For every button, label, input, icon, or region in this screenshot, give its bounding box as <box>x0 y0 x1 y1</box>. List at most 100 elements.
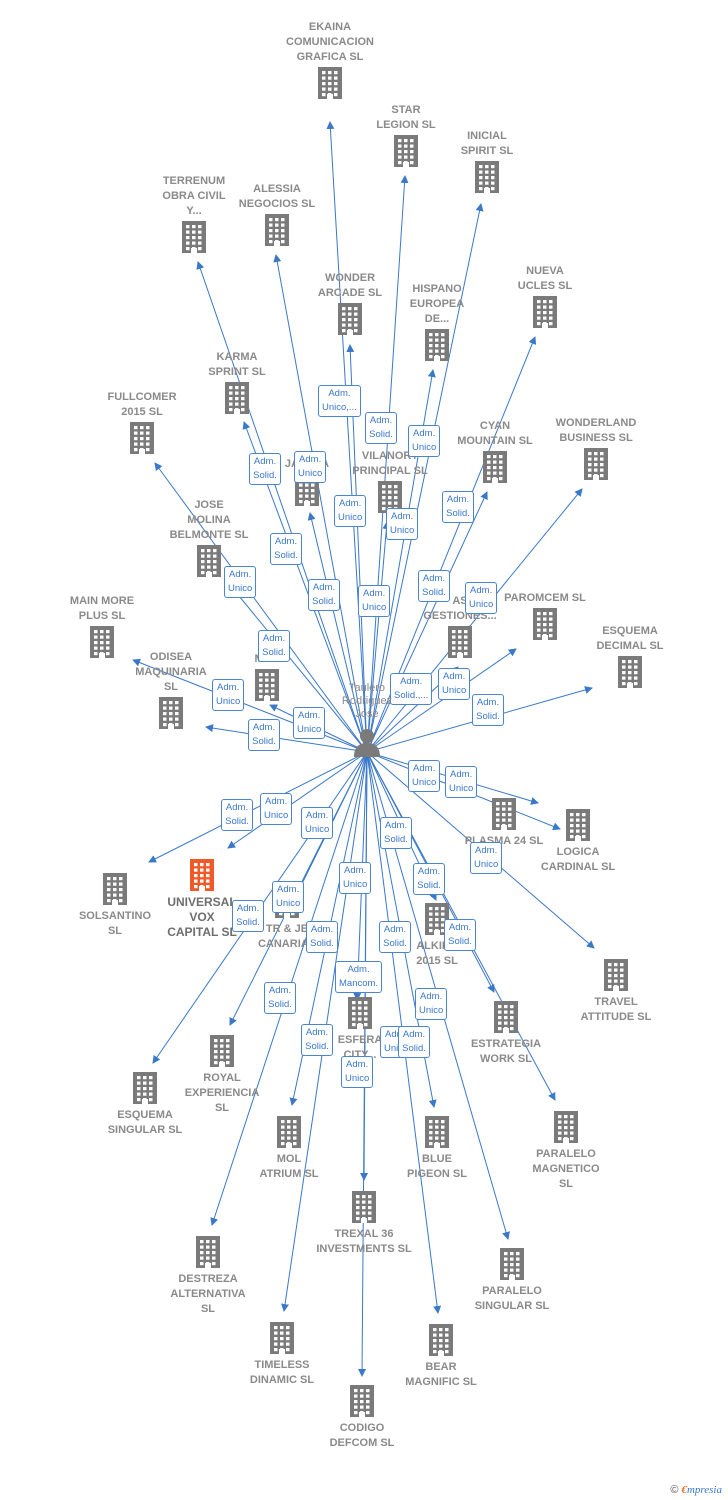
role-badge[interactable]: Adm. Solid. <box>442 491 474 523</box>
role-badge[interactable]: Adm. Solid. <box>248 719 280 751</box>
company-node-paralelomag[interactable]: PARALELO MAGNETICO SL <box>506 1109 626 1192</box>
edge-cyan <box>366 491 488 753</box>
role-badge[interactable]: Adm. Unico <box>465 582 498 614</box>
company-node-esquemadec[interactable]: ESQUEMA DECIMAL SL <box>570 624 690 692</box>
role-badge[interactable]: Adm. Unico <box>438 668 471 700</box>
role-badge[interactable]: Adm. Unico <box>358 585 391 617</box>
company-node-wonderland[interactable]: WONDERLAND BUSINESS SL <box>536 416 656 484</box>
building-icon <box>348 997 372 1029</box>
company-node-plasma[interactable]: PLASMA 24 SL <box>444 796 564 849</box>
role-badge[interactable]: Adm. Solid. <box>221 799 253 831</box>
building-icon <box>133 1072 157 1104</box>
role-badge[interactable]: Adm. Solid. <box>258 630 290 662</box>
company-node-travel[interactable]: TRAVEL ATTITUDE SL <box>556 957 676 1025</box>
company-node-mol[interactable]: MOL ATRIUM SL <box>229 1114 349 1182</box>
role-badge[interactable]: Adm. Unico <box>260 793 293 825</box>
building-icon <box>566 809 590 841</box>
footer-brand[interactable]: ©€mpresia <box>670 1484 722 1496</box>
company-node-paralelosing[interactable]: PARALELO SINGULAR SL <box>452 1246 572 1314</box>
company-node-inicial[interactable]: INICIAL SPIRIT SL <box>427 129 547 197</box>
role-badge[interactable]: Adm. Solid. <box>306 921 338 953</box>
role-badge[interactable]: Adm. Unico <box>212 679 245 711</box>
role-badge[interactable]: Adm. Unico <box>386 508 419 540</box>
company-node-mainmore[interactable]: MAIN MORE PLUS SL <box>42 594 162 662</box>
company-node-ekaina[interactable]: EKAINA COMUNICACION GRAFICA SL <box>270 20 390 103</box>
company-node-wonder[interactable]: WONDER ARCADE SL <box>290 271 410 339</box>
company-node-nueva[interactable]: NUEVA UCLES SL <box>485 264 605 332</box>
role-badge[interactable]: Adm. Unico <box>408 425 441 457</box>
building-icon <box>425 1116 449 1148</box>
role-badge[interactable]: Adm. Solid. <box>365 412 397 444</box>
company-node-alessia[interactable]: ALESSIA NEGOCIOS SL <box>217 182 337 250</box>
company-node-blue[interactable]: BLUE PIGEON SL <box>377 1114 497 1182</box>
company-node-paromcem[interactable]: PAROMCEM SL <box>485 591 605 644</box>
edge-solsantino <box>148 751 368 863</box>
company-node-bear[interactable]: BEAR MAGNIFIC SL <box>381 1322 501 1390</box>
role-badge[interactable]: Adm. Solid.,... <box>390 673 433 705</box>
company-node-star[interactable]: STAR LEGION SL <box>346 103 466 171</box>
company-node-asgestiones[interactable]: AS GESTIONES... <box>400 594 520 662</box>
company-node-destreza[interactable]: DESTREZA ALTERNATIVA SL <box>148 1234 268 1317</box>
role-badge[interactable]: Adm. Unico <box>293 707 326 739</box>
role-badge[interactable]: Adm. Solid. <box>308 579 340 611</box>
role-badge[interactable]: Adm. Solid. <box>413 863 445 895</box>
company-node-hispano[interactable]: HISPANO EUROPEA DE... <box>377 282 497 365</box>
role-badge[interactable]: Adm. Solid. <box>398 1026 430 1058</box>
company-node-logica[interactable]: LOGICA CARDINAL SL <box>518 807 638 875</box>
role-badge[interactable]: Adm. Unico <box>294 451 327 483</box>
role-badge[interactable]: Adm. Unico <box>408 760 441 792</box>
role-badge[interactable]: Adm. Unico,... <box>318 385 361 417</box>
company-label: TERRENUM OBRA CIVIL Y... <box>162 175 226 217</box>
company-node-solsantino[interactable]: SOLSANTINO SL <box>55 871 175 939</box>
role-badge[interactable]: Adm. Unico <box>470 842 503 874</box>
building-icon <box>190 859 214 891</box>
role-badge[interactable]: Adm. Solid. <box>270 533 302 565</box>
edge-wonderland <box>366 488 583 753</box>
building-icon <box>225 382 249 414</box>
company-node-estrategia[interactable]: ESTRATEGIA WORK SL <box>446 999 566 1067</box>
role-badge[interactable]: Adm. Solid. <box>264 982 296 1014</box>
company-node-cyan[interactable]: CYAN MOUNTAIN SL <box>435 419 555 487</box>
role-badge[interactable]: Adm. Solid. <box>444 919 476 951</box>
company-node-universal[interactable]: UNIVERSAL VOX CAPITAL SL <box>142 857 262 940</box>
role-badge[interactable]: Adm. Unico <box>272 881 305 913</box>
role-badge[interactable]: Adm. Unico <box>301 807 334 839</box>
company-node-karma[interactable]: KARMA SPRINT SL <box>177 350 297 418</box>
building-icon <box>182 221 206 253</box>
role-badge[interactable]: Adm. Solid. <box>379 921 411 953</box>
role-badge[interactable]: Adm. Unico <box>339 862 372 894</box>
role-badge[interactable]: Adm. Unico <box>334 495 367 527</box>
company-node-odisea[interactable]: ODISEA MAQUINARIA SL <box>111 650 231 733</box>
building-icon <box>197 545 221 577</box>
role-badge[interactable]: Adm. Solid. <box>232 900 264 932</box>
role-badge[interactable]: Adm. Unico <box>415 988 448 1020</box>
person-node[interactable]: Taulero Rodriguez Jose <box>322 682 412 757</box>
company-label: TRAVEL ATTITUDE SL <box>580 996 652 1023</box>
building-icon <box>494 1001 518 1033</box>
building-icon <box>270 1322 294 1354</box>
role-badge[interactable]: Adm. Solid. <box>472 694 504 726</box>
company-node-jose[interactable]: JOSE MOLINA BELMONTE SL <box>149 498 269 581</box>
company-node-royal[interactable]: ROYAL EXPERIENCIA SL <box>162 1033 282 1116</box>
edge-vilanort <box>366 521 391 753</box>
company-node-terrenum[interactable]: TERRENUM OBRA CIVIL Y... <box>134 174 254 257</box>
role-badge[interactable]: Adm. Mancom. <box>335 961 383 993</box>
company-label: ESTRATEGIA WORK SL <box>470 1038 542 1065</box>
company-node-fullcomer[interactable]: FULLCOMER 2015 SL <box>82 390 202 458</box>
company-node-esquemasing[interactable]: ESQUEMA SINGULAR SL <box>85 1070 205 1138</box>
role-badge[interactable]: Adm. Unico <box>224 566 257 598</box>
company-node-timeless[interactable]: TIMELESS DINAMIC SL <box>222 1320 342 1388</box>
role-badge[interactable]: Adm. Unico <box>445 766 478 798</box>
role-badge[interactable]: Adm. Solid. <box>380 817 412 849</box>
role-badge[interactable]: Adm. Solid. <box>301 1024 333 1056</box>
role-badge[interactable]: Adm. Solid. <box>249 453 281 485</box>
company-node-codigo[interactable]: CODIGO DEFCOM SL <box>302 1383 422 1451</box>
edge-jose <box>229 584 368 753</box>
company-label: MOL ATRIUM SL <box>259 1153 319 1180</box>
company-label: BLUE PIGEON SL <box>407 1153 467 1180</box>
role-badge[interactable]: Adm. Solid. <box>418 570 450 602</box>
role-badge[interactable]: Adm. Unico <box>341 1056 374 1088</box>
company-label: CODIGO DEFCOM SL <box>329 1422 395 1449</box>
company-node-trexal[interactable]: TREXAL 36 INVESTMENTS SL <box>304 1189 424 1257</box>
